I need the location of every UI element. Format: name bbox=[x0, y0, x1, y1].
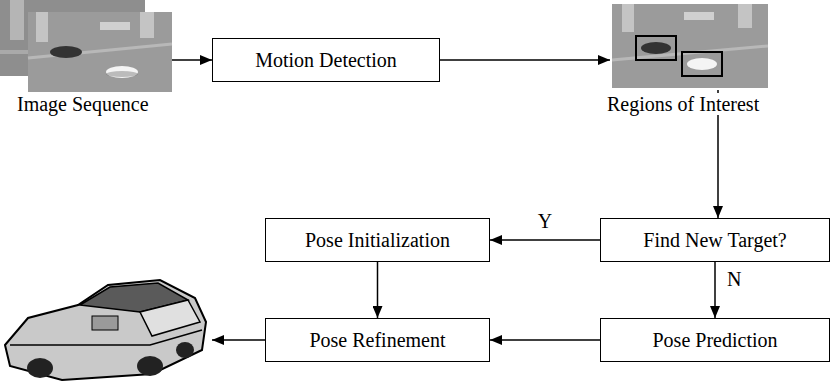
box-text: Motion Detection bbox=[255, 49, 397, 71]
box-text: Pose Prediction bbox=[653, 329, 778, 351]
flow-arrow bbox=[714, 262, 716, 318]
branch-label: N bbox=[725, 268, 743, 290]
process-box: Pose Prediction bbox=[600, 318, 830, 362]
roi-arrow bbox=[440, 59, 610, 61]
process-box: Motion Detection bbox=[212, 38, 440, 82]
flow-arrow bbox=[377, 262, 379, 318]
car-model-image bbox=[5, 280, 206, 380]
box-text: Pose Initialization bbox=[305, 229, 450, 251]
roi-image bbox=[612, 4, 768, 88]
box-text: Find New Target? bbox=[643, 229, 786, 251]
branch-label: Y bbox=[536, 210, 554, 232]
process-box: Pose Refinement bbox=[265, 318, 490, 362]
image-caption: Image Sequence bbox=[15, 93, 151, 115]
image-frame-front bbox=[28, 12, 172, 92]
flow-arrow bbox=[490, 239, 600, 241]
flow-arrow bbox=[490, 339, 600, 341]
output-arrow bbox=[212, 339, 265, 341]
process-box: Pose Initialization bbox=[265, 218, 490, 262]
image-caption: Regions of Interest bbox=[605, 93, 761, 115]
decision-box: Find New Target? bbox=[600, 218, 830, 262]
input-arrow bbox=[172, 59, 212, 61]
box-text: Pose Refinement bbox=[309, 329, 445, 351]
